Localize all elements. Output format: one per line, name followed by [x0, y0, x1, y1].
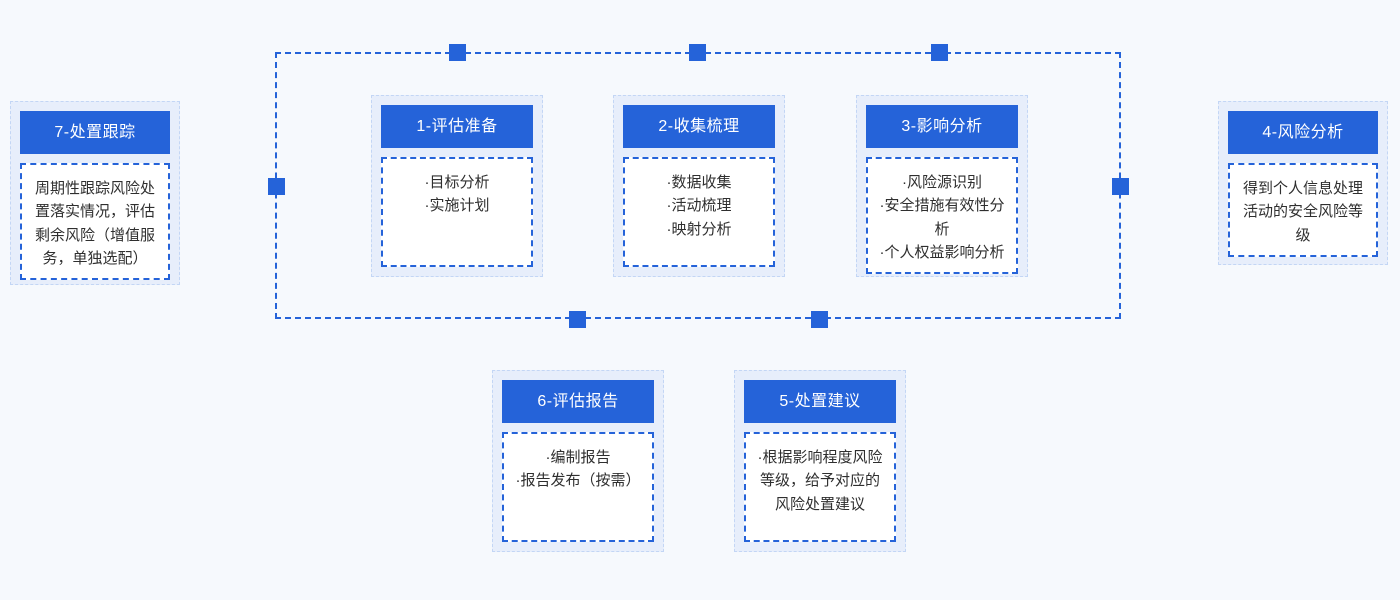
process-card-1[interactable]: 1-评估准备 ·目标分析 ·实施计划 — [371, 95, 543, 277]
process-card-6-title: 6-评估报告 — [502, 380, 654, 424]
process-card-3-body: ·风险源识别 ·安全措施有效性分析 ·个人权益影响分析 — [866, 157, 1018, 275]
handle-top-2[interactable] — [689, 44, 706, 61]
handle-bottom-2[interactable] — [811, 311, 828, 328]
process-card-4[interactable]: 4-风险分析 得到个人信息处理活动的安全风险等级 — [1218, 101, 1388, 265]
handle-left[interactable] — [268, 178, 285, 195]
handle-top-3[interactable] — [931, 44, 948, 61]
handle-top-1[interactable] — [449, 44, 466, 61]
handle-right[interactable] — [1112, 178, 1129, 195]
process-card-3-title: 3-影响分析 — [866, 105, 1018, 149]
process-card-1-title: 1-评估准备 — [381, 105, 533, 149]
process-card-1-body: ·目标分析 ·实施计划 — [381, 157, 533, 267]
process-card-7-body: 周期性跟踪风险处置落实情况，评估剩余风险（增值服务，单独选配） — [20, 163, 170, 281]
process-card-7[interactable]: 7-处置跟踪 周期性跟踪风险处置落实情况，评估剩余风险（增值服务，单独选配） — [10, 101, 180, 285]
process-card-4-body: 得到个人信息处理活动的安全风险等级 — [1228, 163, 1378, 257]
process-card-5-body: ·根据影响程度风险等级，给予对应的风险处置建议 — [744, 432, 896, 542]
process-card-5-title: 5-处置建议 — [744, 380, 896, 424]
process-card-2-title: 2-收集梳理 — [623, 105, 775, 149]
process-card-2[interactable]: 2-收集梳理 ·数据收集 ·活动梳理 ·映射分析 — [613, 95, 785, 277]
process-card-6-body: ·编制报告 ·报告发布（按需） — [502, 432, 654, 542]
process-card-7-title: 7-处置跟踪 — [20, 111, 170, 155]
process-card-2-body: ·数据收集 ·活动梳理 ·映射分析 — [623, 157, 775, 267]
process-card-6[interactable]: 6-评估报告 ·编制报告 ·报告发布（按需） — [492, 370, 664, 552]
process-card-4-title: 4-风险分析 — [1228, 111, 1378, 155]
handle-bottom-1[interactable] — [569, 311, 586, 328]
process-card-5[interactable]: 5-处置建议 ·根据影响程度风险等级，给予对应的风险处置建议 — [734, 370, 906, 552]
process-card-3[interactable]: 3-影响分析 ·风险源识别 ·安全措施有效性分析 ·个人权益影响分析 — [856, 95, 1028, 277]
